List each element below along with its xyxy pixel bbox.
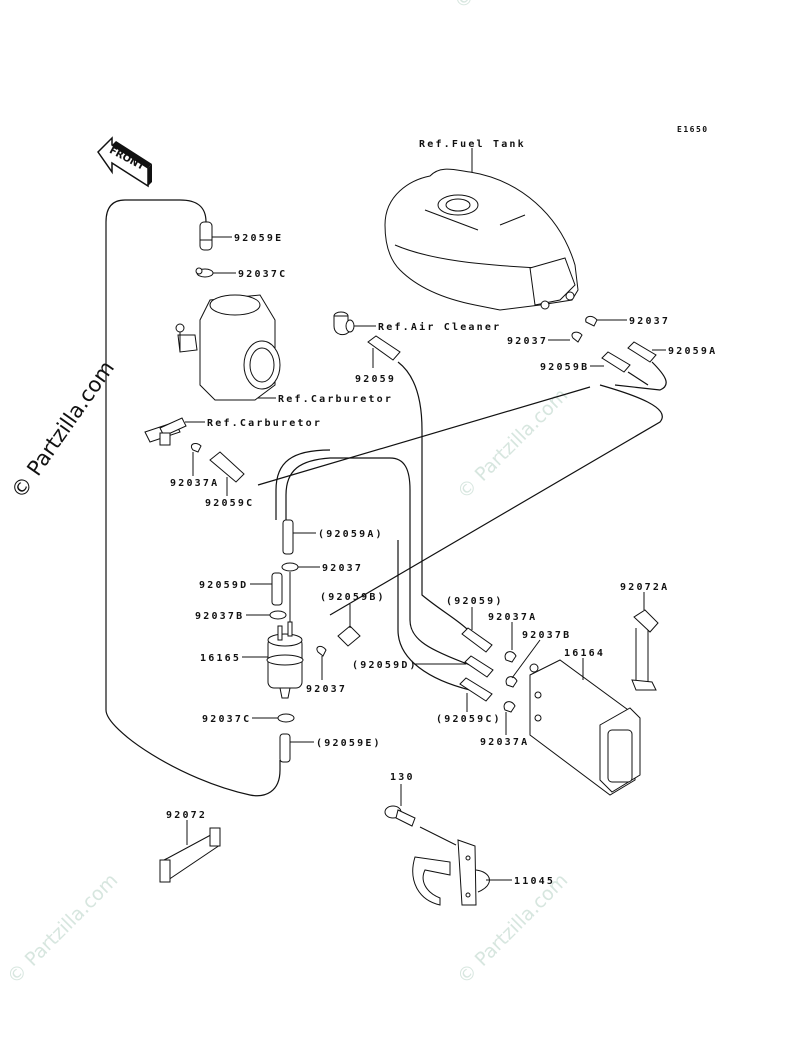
hose-92059E — [279, 733, 291, 763]
clip-92037 — [571, 331, 583, 343]
part-label: 16165 — [200, 653, 241, 664]
hose — [614, 361, 667, 391]
bracket-11045 — [412, 839, 490, 906]
hose — [275, 449, 331, 520]
part-label: (92059D) — [352, 660, 418, 671]
part-label: 11045 — [514, 876, 555, 887]
part-label: 92037 — [322, 563, 363, 574]
hose — [397, 540, 471, 691]
part-label: 92059E — [234, 233, 283, 244]
hose-92059 — [367, 335, 401, 361]
clip-92037A — [503, 701, 516, 713]
part-label: 92037 — [629, 316, 670, 327]
part-label: 92037 — [306, 684, 347, 695]
part-label: (92059C) — [436, 714, 502, 725]
part-label: 92037 — [507, 336, 548, 347]
watermark-main: © Partzilla.com — [6, 356, 119, 503]
part-label: 92059A — [668, 346, 717, 357]
watermark: © Partzilla.com — [3, 869, 122, 988]
hose-92059E — [199, 221, 213, 251]
clip-92037 — [316, 645, 327, 657]
hose — [257, 386, 591, 486]
part-label: (92059) — [446, 596, 504, 607]
ref-carburetor-label: Ref.Carburetor — [278, 394, 393, 405]
part-label: 92059B — [540, 362, 589, 373]
carburetor — [175, 294, 281, 401]
ref-carburetor-label: Ref.Carburetor — [207, 418, 322, 429]
strap-92072 — [159, 827, 221, 883]
part-label: 92037B — [522, 630, 571, 641]
part-label: 92059D — [199, 580, 248, 591]
part-label: (92059A) — [318, 529, 384, 540]
part-label: 92037A — [170, 478, 219, 489]
hose — [329, 384, 663, 616]
hose-92059 — [461, 627, 493, 653]
hose-92059D — [271, 572, 283, 606]
clip-92037 — [281, 562, 299, 572]
part-label: 92037B — [195, 611, 244, 622]
clip-92037 — [585, 315, 598, 327]
part-label: 92072A — [620, 582, 669, 593]
bolt-130 — [384, 805, 416, 827]
part-label: (92059E) — [316, 738, 382, 749]
hose-92059D — [464, 655, 494, 678]
t-joint — [144, 417, 187, 446]
clip-92037C — [277, 713, 295, 723]
air-cleaner-elbow — [333, 311, 355, 336]
hose — [397, 361, 469, 631]
part-label: 92059C — [205, 498, 254, 509]
hose-92059A — [627, 341, 657, 363]
strap-92072A — [631, 609, 659, 691]
clip-92037A — [504, 651, 517, 663]
ref-air-cleaner-label: Ref.Air Cleaner — [378, 321, 501, 333]
diagram-code: E1650 — [677, 125, 709, 134]
hose-92059C — [209, 451, 245, 483]
hose-92059C — [459, 677, 493, 702]
watermark: © Partzilla.com — [453, 384, 572, 503]
part-label: 92072 — [166, 810, 207, 821]
part-label: 16164 — [564, 648, 605, 659]
part-label: 130 — [390, 772, 415, 783]
ref-fuel-tank-label: Ref.Fuel Tank — [419, 139, 526, 150]
hose — [627, 371, 649, 386]
watermark: © Partzilla.com — [450, 0, 569, 14]
hose — [285, 457, 471, 666]
part-label: (92059B) — [320, 592, 386, 603]
fuel-tank — [384, 148, 579, 311]
clip-92037B — [269, 610, 287, 620]
part-label: 92037A — [480, 737, 529, 748]
canister — [529, 659, 641, 796]
hose — [105, 199, 281, 797]
hose-92059B — [337, 625, 361, 647]
front-arrow-icon: FRONT — [97, 136, 152, 188]
hose-92059A — [282, 519, 294, 555]
hose-92059B — [601, 351, 631, 373]
clip-92037C — [195, 267, 214, 278]
part-label: 92037C — [202, 714, 251, 725]
part-label: 92037A — [488, 612, 537, 623]
fuel-filter — [266, 621, 304, 699]
clip-92037B — [505, 676, 518, 688]
part-label: 92037C — [238, 269, 287, 280]
clip-92037A — [190, 442, 202, 453]
part-label: 92059 — [355, 374, 396, 385]
